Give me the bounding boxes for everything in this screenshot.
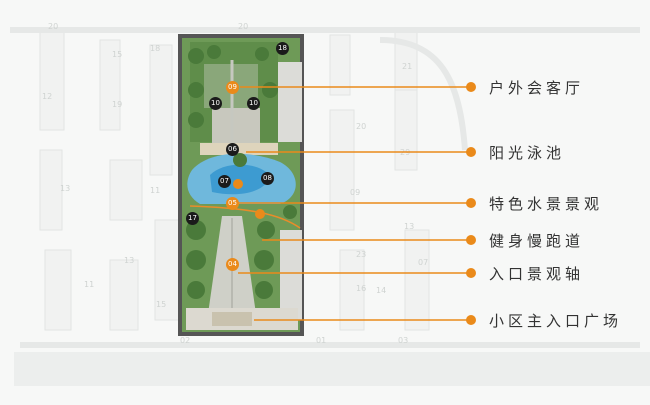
legend-label-water-feature: 特色水景景观 (489, 195, 604, 213)
map-marker-10: 10 (209, 97, 222, 110)
plot-number: 19 (112, 100, 123, 109)
plot-number: 11 (150, 186, 161, 195)
plot-number: 11 (84, 280, 95, 289)
legend-label-jogging-track: 健身慢跑道 (489, 232, 585, 250)
plot-number: 02 (180, 336, 191, 345)
map-marker-09: 09 (226, 81, 239, 94)
map-marker-10: 10 (247, 97, 260, 110)
plot-number: 20 (48, 22, 59, 31)
plot-number: 20 (238, 22, 249, 31)
plot-number: 07 (418, 258, 429, 267)
map-marker-18: 18 (276, 42, 289, 55)
map-marker-05: 05 (226, 197, 239, 210)
legend-label-main-entrance-plaza: 小区主入口广场 (489, 312, 623, 330)
plot-number: 13 (124, 256, 135, 265)
map-marker-04: 04 (226, 258, 239, 271)
plot-number: 16 (356, 284, 367, 293)
map-marker-08: 08 (261, 172, 274, 185)
map-marker-06: 06 (226, 143, 239, 156)
legend-label-sun-pool: 阳光泳池 (489, 144, 566, 162)
plot-number: 01 (316, 336, 327, 345)
plot-number: 12 (42, 92, 53, 101)
plot-number: 23 (356, 250, 367, 259)
plot-number: 13 (60, 184, 71, 193)
plot-number: 18 (150, 44, 161, 53)
plot-number: 20 (356, 122, 367, 131)
plot-number: 03 (398, 336, 409, 345)
plot-number: 21 (402, 62, 413, 71)
map-marker-17: 17 (186, 212, 199, 225)
plot-number: 15 (156, 300, 167, 309)
legend-label-entrance-axis: 入口景观轴 (489, 265, 585, 283)
plot-number: 09 (350, 188, 361, 197)
plot-number: 14 (376, 286, 387, 295)
map-marker-07: 07 (218, 175, 231, 188)
legend-label-outdoor-lounge: 户外会客厅 (489, 79, 585, 97)
plot-number: 15 (112, 50, 123, 59)
plot-number: 13 (404, 222, 415, 231)
